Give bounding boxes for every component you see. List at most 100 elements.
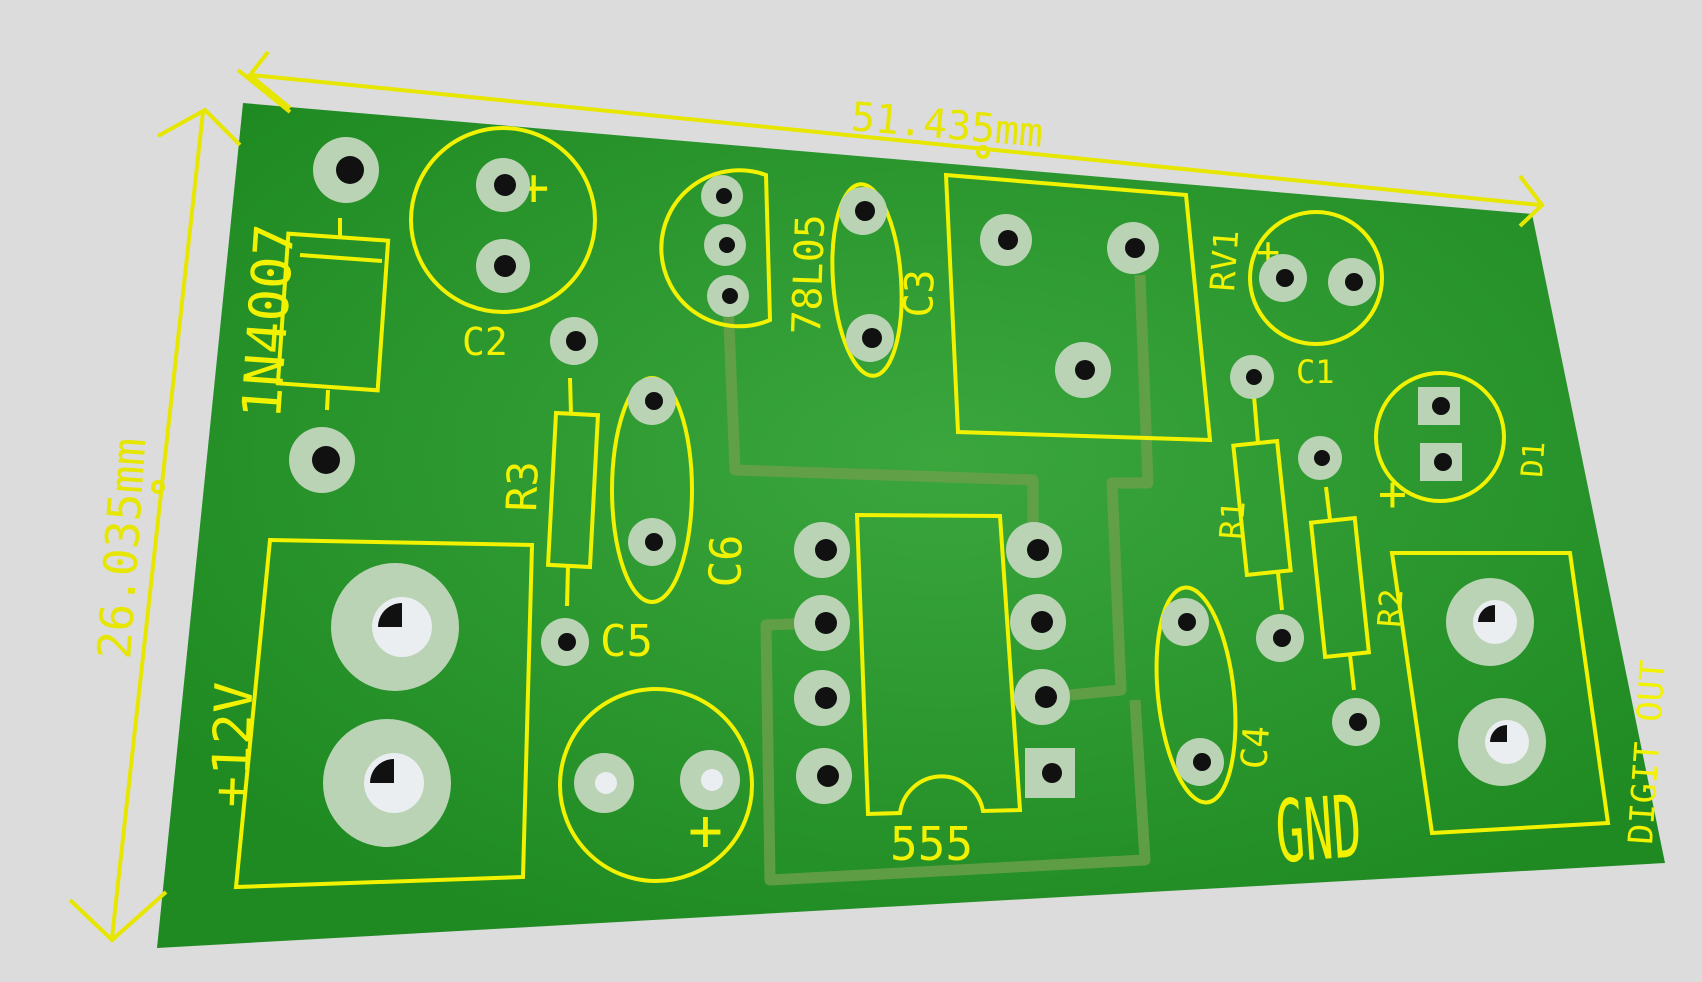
pad-digit-out-2 (1458, 698, 1546, 786)
pad-c1-plus (1259, 254, 1307, 302)
pad-555-4 (1006, 522, 1062, 578)
width-dimension-midpoint (976, 145, 990, 159)
pad-555-2 (1014, 669, 1070, 725)
pad-78l05-1 (701, 175, 743, 217)
pad-r1-bottom (1256, 614, 1304, 662)
pad-12v-1 (331, 563, 459, 691)
label-78l05: 78L05 (784, 213, 834, 335)
silkscreen-labels: 1N4007 C2 78L05 C3 RV1 C1 D1 R3 C6 C5 +1… (201, 213, 1674, 883)
r2-lead-bottom (1348, 654, 1356, 691)
height-dimension-line (110, 111, 205, 939)
label-digit-out: DIGIT OUT (1621, 659, 1674, 846)
height-dimension-midpoint (151, 480, 165, 494)
label-rv1: RV1 (1203, 229, 1247, 293)
dimension-annotations (68, 50, 1545, 943)
pad-r1-top (1298, 436, 1342, 480)
pad-d1-2 (1420, 443, 1462, 481)
r3-lead-bottom (565, 565, 570, 607)
pad-555-3 (1010, 594, 1066, 650)
regulator-78l05-outline (659, 168, 773, 329)
label-r1: R1 (1212, 499, 1253, 540)
label-c5: C5 (600, 616, 653, 667)
width-tick-left (236, 68, 292, 114)
width-dimension-label: 51.435mm (849, 94, 1045, 157)
diode-1n4007-outline (275, 231, 391, 393)
width-arrow-left (247, 50, 292, 110)
width-dimension-line (251, 73, 1541, 207)
copper-traces (722, 274, 1154, 886)
label-c4: C4 (1234, 725, 1278, 771)
c3-outline (830, 182, 904, 378)
pad-555-5 (794, 522, 850, 578)
r1-outline (1231, 438, 1293, 578)
c4-outline (1154, 585, 1238, 805)
label-1n4007: 1N4007 (230, 222, 306, 421)
ic-555-outline (854, 512, 1023, 817)
label-c1: C1 (1296, 353, 1335, 391)
diode-1n4007-lead-bottom (325, 389, 330, 411)
pad-c1-minus (1328, 258, 1376, 306)
terminal-digit-out-outline (1389, 551, 1611, 836)
pcb-board (157, 103, 1665, 948)
height-arrow-bottom (68, 890, 168, 943)
r3-lead-top (568, 377, 573, 415)
label-r3: R3 (497, 460, 548, 512)
label-c2: C2 (462, 320, 508, 364)
c5-electrolytic-outline (558, 687, 754, 883)
pad-c3-1 (839, 187, 887, 235)
pad-c2-minus (476, 239, 530, 293)
pad-c5-plus (680, 750, 740, 810)
r2-lead-top (1324, 486, 1332, 521)
label-gnd: GND (1273, 778, 1365, 883)
label-555: 555 (890, 817, 973, 871)
diode-1n4007-cathode-band (299, 253, 383, 263)
label-d1: D1 (1515, 440, 1552, 478)
label-c3: C3 (896, 269, 944, 319)
pad-c2-side (550, 317, 598, 365)
d1-outline (1374, 371, 1506, 503)
r1-lead-top (1252, 395, 1260, 444)
r1-lead-bottom (1276, 572, 1284, 611)
pad-1n4007-a (313, 137, 379, 203)
trace-rv1-wiper (1069, 274, 1154, 701)
pad-1n4007-k (289, 427, 355, 493)
pad-78l05-2 (704, 224, 746, 266)
pad-c6-2 (628, 518, 676, 566)
pad-c6-1 (628, 377, 676, 425)
pad-c4-1 (1161, 598, 1209, 646)
pad-555-7 (794, 670, 850, 726)
pad-rv1-2 (1107, 222, 1159, 274)
pad-rv1-1 (980, 214, 1032, 266)
pad-c1-side (1230, 355, 1274, 399)
width-arrow-right (1518, 174, 1545, 228)
pad-c4-2 (1176, 738, 1224, 786)
pad-555-1 (1025, 748, 1075, 798)
terminal-12v-outline (233, 537, 535, 890)
label-12v: +12V (201, 681, 265, 808)
pad-555-8 (796, 748, 852, 804)
pads (289, 137, 1546, 847)
trace-regulator-to-555 (722, 299, 1039, 535)
pad-c5-minus (574, 753, 634, 813)
pad-r2-bottom (1332, 698, 1380, 746)
pad-78l05-3 (707, 275, 749, 317)
pad-c2-plus (476, 158, 530, 212)
label-c6: C6 (700, 534, 753, 589)
pad-c3-2 (846, 314, 894, 362)
height-arrow-top (157, 107, 242, 147)
pad-d1-1 (1418, 387, 1460, 425)
pad-12v-2 (323, 719, 451, 847)
pad-555-6 (794, 595, 850, 651)
silkscreen-layer (233, 126, 1611, 890)
rv1-outline (943, 172, 1213, 443)
r3-outline (545, 410, 601, 570)
c1-outline (1248, 210, 1384, 346)
pad-digit-out-1 (1446, 578, 1534, 666)
d1-plus-mark: + (1378, 466, 1407, 522)
label-r2: R2 (1370, 587, 1411, 628)
trace-555-loop (760, 617, 1151, 886)
r2-outline (1308, 515, 1372, 660)
c2-outline (409, 126, 597, 314)
